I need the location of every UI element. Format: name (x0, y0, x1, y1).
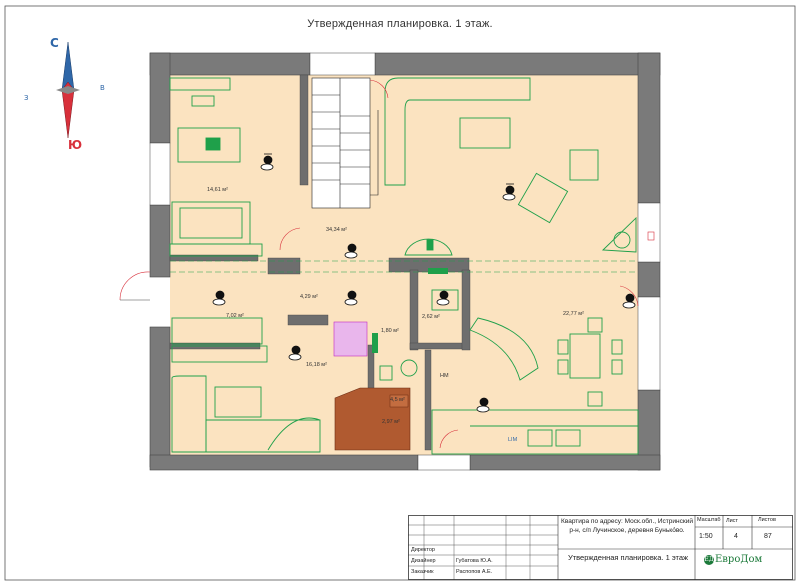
sheet-value: 4 (734, 533, 738, 540)
company-mark: ЕД (704, 554, 714, 565)
company-name: ЕвроДом (715, 554, 763, 565)
compass-west-label: З (24, 94, 29, 102)
sheet-frame (4, 5, 796, 581)
person-figures (212, 153, 636, 413)
drawing-name: Утвержденная планировка. 1 этаж (567, 553, 689, 562)
windows (149, 52, 661, 471)
room-area-closet: 4,5 м² (390, 397, 405, 403)
title-block: Квартира по адресу: Моск.обл., Истрински… (408, 515, 793, 580)
room-area-study: 14,61 м² (207, 187, 228, 193)
role-director: Директор (411, 547, 435, 553)
room-area-bath: 1,80 м² (381, 328, 399, 334)
name-designer: Губатова Ю.А. (456, 558, 493, 564)
appliance-label: HM (440, 373, 449, 379)
room-area-hall: 4,29 м² (300, 294, 318, 300)
sheets-header: Листов (758, 517, 776, 523)
sheets-value: 87 (764, 533, 772, 540)
company-logo: ЕДЕвроДом (704, 554, 762, 565)
title-block-grid (408, 515, 793, 580)
room-area-kitchen: 22,77 м² (563, 311, 584, 317)
room-area-wc: 2,62 м² (422, 314, 440, 320)
compass-east-label: В (100, 84, 105, 92)
room-area-corridor: 7,02 м² (226, 313, 244, 319)
room-area-bedroom: 16,18 м² (306, 362, 327, 368)
scale-value: 1:50 (699, 533, 713, 540)
door-swings (119, 79, 655, 449)
appliance-label-2: LIM (508, 437, 518, 443)
compass-south-label: Ю (68, 138, 83, 152)
name-client: Распопов А.Е. (456, 569, 493, 575)
room-area-storage: 2,97 м² (382, 419, 400, 425)
sheet-header: Лист (726, 518, 738, 524)
zone-lines (170, 260, 638, 273)
accent-objects (333, 268, 448, 451)
compass-rose (56, 41, 80, 139)
sheet-title: Утвержденная планировка. 1 этаж. (307, 18, 493, 30)
staircase (311, 77, 379, 209)
role-client: Заказчик (411, 569, 434, 575)
title-block-address: Квартира по адресу: Моск.обл., Истрински… (561, 518, 693, 534)
outer-walls (149, 52, 661, 471)
role-designer: Дизайнер (411, 558, 436, 564)
scale-header: Масштаб (697, 517, 721, 523)
room-area-living: 34,34 м² (326, 227, 347, 233)
compass-north-label: С (50, 36, 59, 50)
